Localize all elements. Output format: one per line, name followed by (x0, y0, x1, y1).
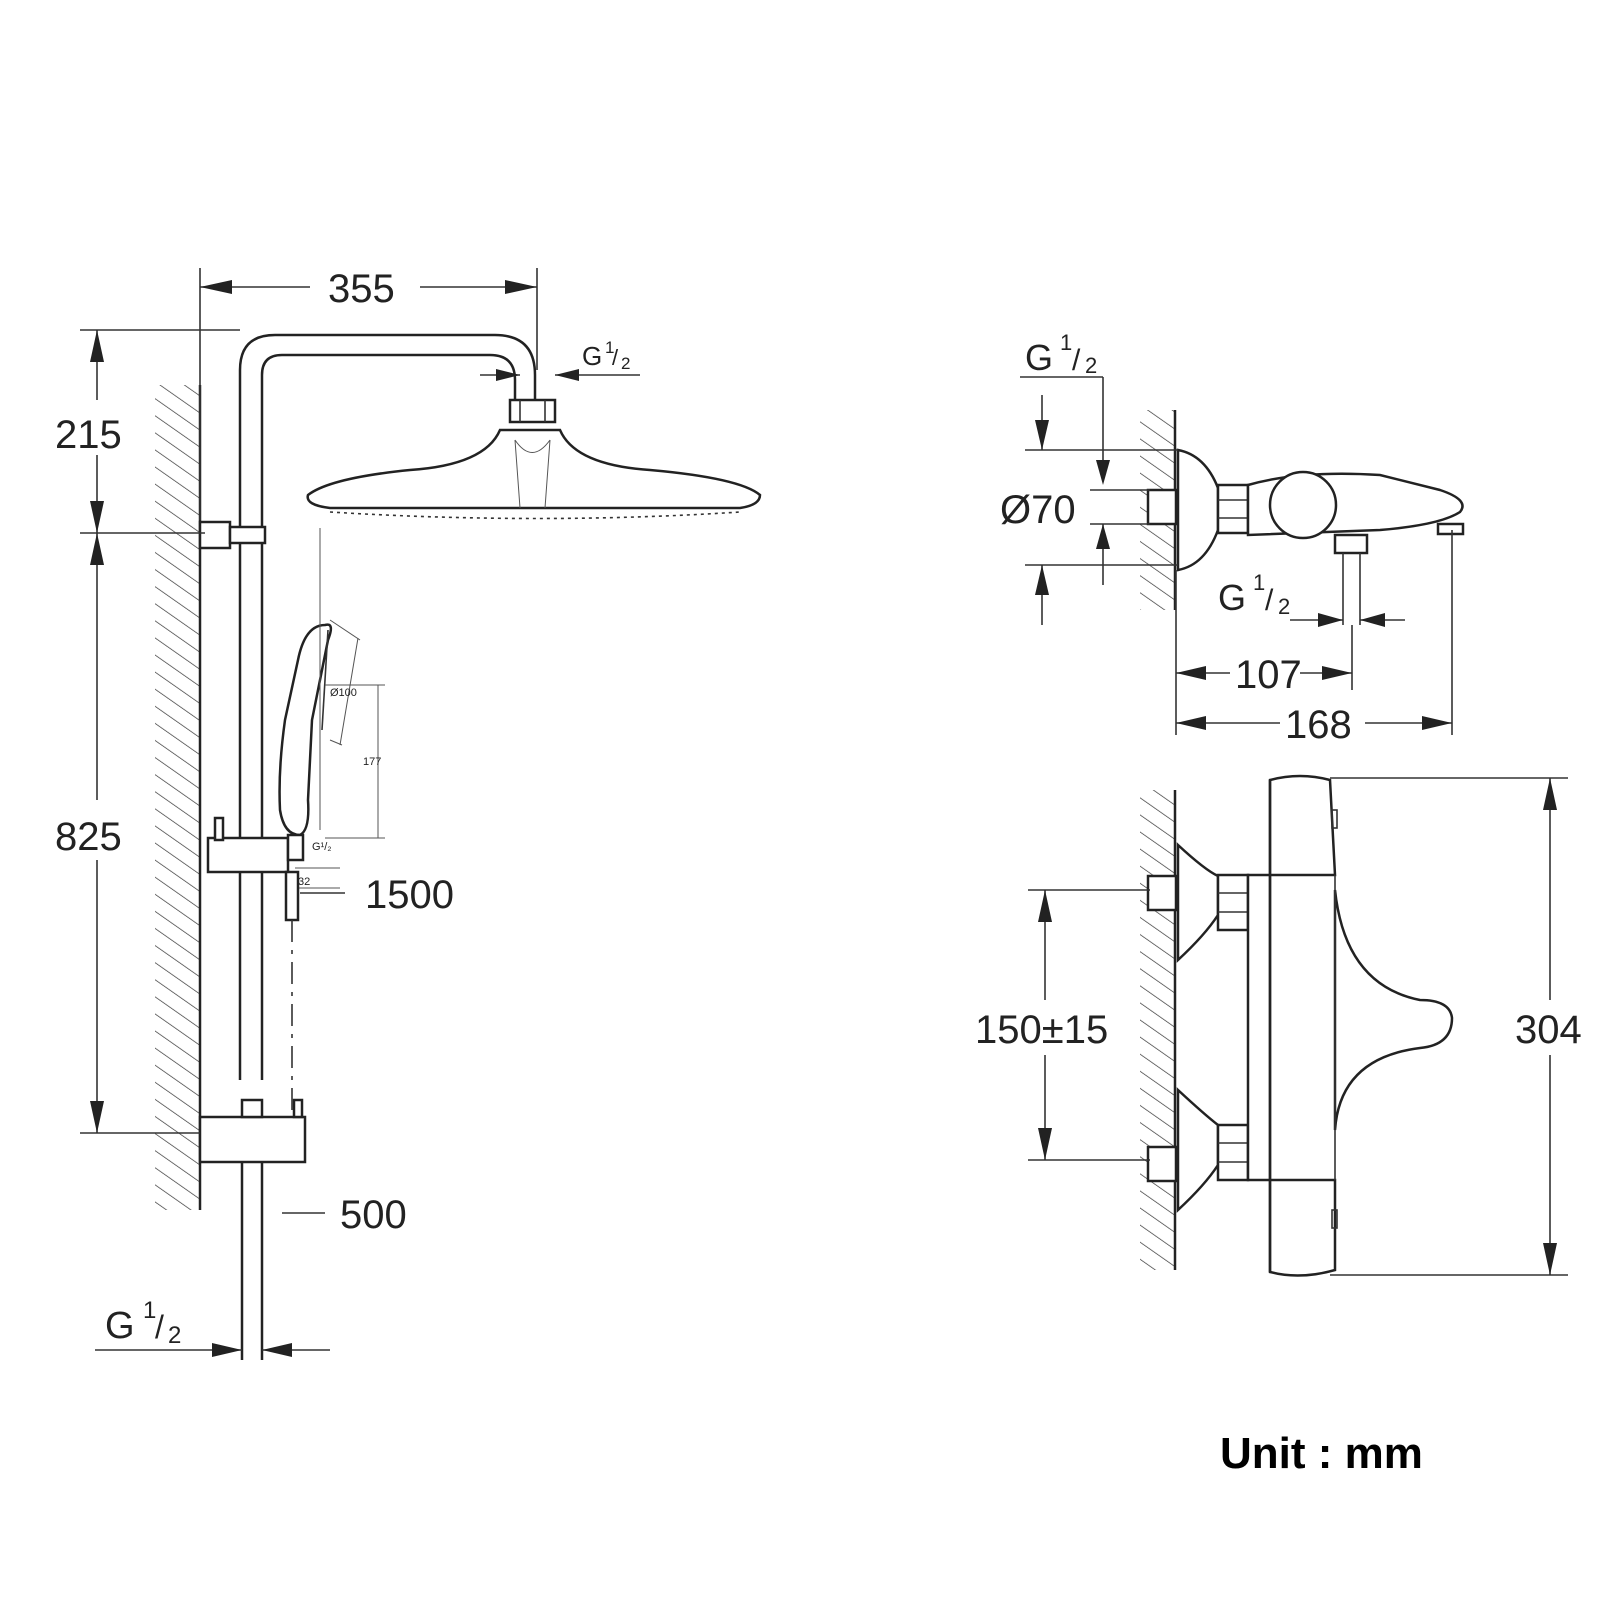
thread-label-inlet: G 1 / 2 (1025, 330, 1097, 378)
svg-text:1: 1 (143, 1297, 156, 1324)
shower-column-view: Ø100 177 G¹/₂ 32 355 (55, 267, 762, 1360)
svg-text:G: G (1218, 577, 1246, 618)
svg-text:2: 2 (168, 1322, 181, 1349)
side-knob (1268, 470, 1338, 540)
handshower-offset-label: 32 (298, 876, 310, 888)
svg-text:G: G (1025, 337, 1053, 378)
svg-text:1: 1 (605, 338, 614, 357)
side-escutcheon (1176, 448, 1220, 572)
upper-bracket (198, 520, 232, 550)
shower-head (306, 428, 762, 510)
wall-hatch-front (1140, 790, 1175, 1270)
thread-label-top: G 1 / 2 (582, 338, 630, 373)
front-spout (1333, 889, 1454, 1131)
thread-label-outlet: G 1 / 2 (1218, 570, 1290, 619)
mixer-side-view: G 1 / 2 Ø70 G 1 / 2 (1000, 330, 1465, 747)
svg-text:/: / (155, 1309, 164, 1345)
thread-label-bottom: G 1 / 2 (105, 1297, 181, 1349)
dim-lower-pipe: 500 (340, 1193, 407, 1237)
dim-bracket-spacing: 825 (55, 815, 122, 859)
dim-height: 304 (1515, 1008, 1582, 1052)
mixer-front-view: 150±15 304 (975, 774, 1582, 1277)
slider-bracket (206, 836, 290, 874)
svg-text:1: 1 (1060, 330, 1072, 355)
svg-text:G: G (582, 341, 602, 371)
dim-inlet-spacing: 150±15 (975, 1008, 1108, 1052)
dim-hose-length: 1500 (365, 873, 454, 917)
dim-head-height: 215 (55, 413, 122, 457)
dim-arm-projection: 355 (328, 267, 395, 311)
wall-hatch-left (155, 385, 200, 1210)
dim-projection: 168 (1285, 703, 1352, 747)
svg-text:2: 2 (1085, 353, 1097, 378)
head-nut (508, 398, 557, 424)
svg-text:2: 2 (1278, 594, 1290, 619)
dim-outlet-distance: 107 (1235, 653, 1302, 697)
dim-diameter: Ø70 (1000, 488, 1076, 532)
handshower-diameter-label: Ø100 (330, 687, 357, 699)
svg-text:/: / (1072, 344, 1081, 377)
riser-outer (238, 333, 537, 1080)
lower-bracket (198, 1115, 307, 1164)
unit-label: Unit : mm (1220, 1429, 1423, 1478)
svg-text:G: G (105, 1305, 135, 1347)
handshower-length-label: 177 (363, 756, 381, 768)
front-body (1246, 774, 1337, 1277)
svg-text:/: / (612, 345, 619, 370)
handshower-connection-label: G¹/₂ (312, 841, 332, 853)
riser-inner (260, 353, 517, 1080)
handshower (278, 623, 333, 837)
svg-text:/: / (1265, 584, 1274, 617)
svg-text:1: 1 (1253, 570, 1265, 595)
svg-text:2: 2 (621, 354, 630, 373)
